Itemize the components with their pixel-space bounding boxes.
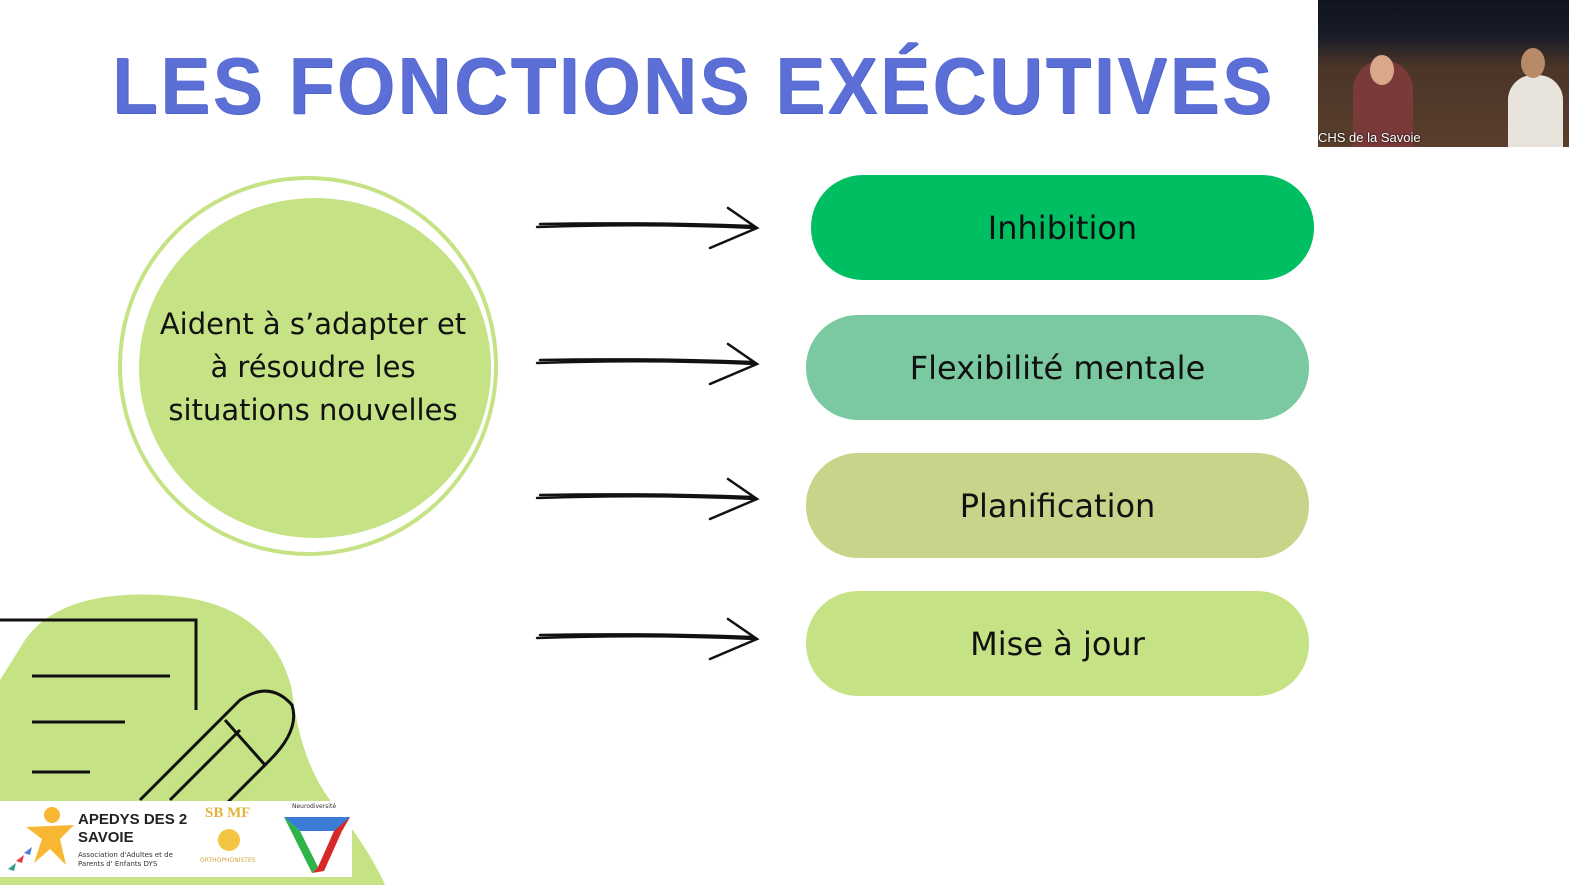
neuro-logo-icon — [284, 817, 350, 873]
participant-figure — [1508, 75, 1563, 147]
arrows — [535, 206, 760, 661]
arrow-icon — [535, 477, 760, 521]
arrow-icon — [535, 617, 760, 661]
apedys-subtitle: Association d'Adultes et de Parents d' E… — [78, 851, 173, 868]
function-label: Planification — [959, 486, 1156, 525]
lightbulb-icon — [218, 829, 240, 851]
function-label: Flexibilité mentale — [909, 348, 1206, 387]
apedys-star-icon — [8, 807, 74, 871]
function-pill-planification: Planification — [806, 453, 1309, 558]
video-label: CHS de la Savoie — [1318, 130, 1421, 145]
arrow-icon — [535, 206, 760, 250]
arrow-icon — [535, 342, 760, 386]
function-pill-inhibition: Inhibition — [811, 175, 1314, 280]
function-label: Mise à jour — [970, 624, 1145, 663]
function-pill-mise-a-jour: Mise à jour — [806, 591, 1309, 696]
participant-video[interactable]: CHS de la Savoie — [1318, 0, 1569, 147]
participant-face — [1521, 48, 1545, 78]
sbmf-subtitle: ORTHOPHONISTES — [200, 857, 256, 864]
slide-title: LES FONCTIONS EXÉCUTIVES — [112, 41, 1275, 130]
circle-text: Aident à s’adapter et à résoudre les sit… — [159, 307, 467, 427]
apedys-name: APEDYS DES 2 SAVOIE — [78, 811, 188, 846]
function-label: Inhibition — [987, 208, 1138, 247]
circle-graphic — [117, 175, 498, 556]
sbmf-logo: SB MF — [205, 805, 251, 821]
speaker-face — [1370, 55, 1394, 85]
function-pill-flexibilite: Flexibilité mentale — [806, 315, 1309, 420]
neuro-label: Neurodiversité — [292, 803, 337, 810]
partner-logos: APEDYS DES 2 SAVOIE Association d'Adulte… — [0, 801, 352, 877]
